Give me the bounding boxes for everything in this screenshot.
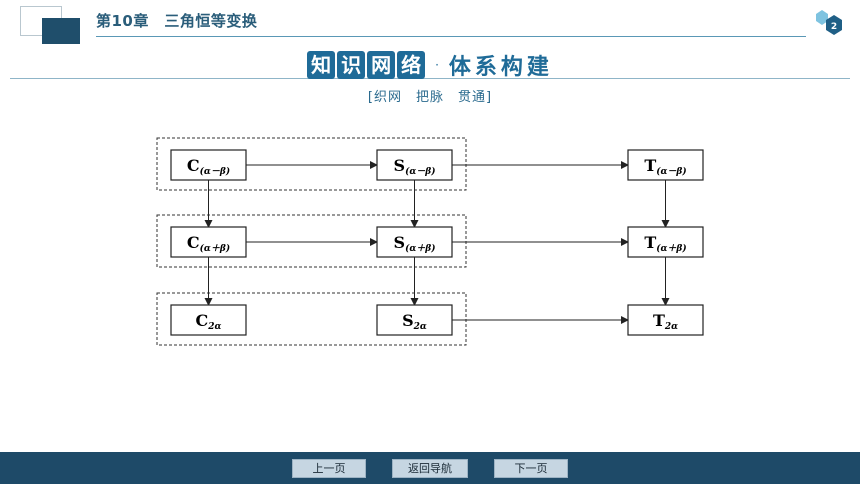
section-title-sub: 体系构建 xyxy=(448,55,553,80)
page-number: 2 xyxy=(831,22,837,32)
node-s-double: S2α xyxy=(376,304,453,336)
section-title-char: 网 xyxy=(367,51,396,79)
group-box-difference xyxy=(156,137,467,191)
svg-text:C(α＋β): C(α＋β) xyxy=(187,233,230,254)
chapter-title: 第10章 三角恒等变换 xyxy=(96,12,258,30)
section-title-underline xyxy=(10,78,850,79)
node-main-label: C xyxy=(187,156,200,175)
node-c-minus: C(α－β) xyxy=(170,149,247,181)
group-box-sum xyxy=(156,214,467,268)
page-badge-icon: 2 xyxy=(816,10,842,35)
next-page-button[interactable]: 下一页 xyxy=(494,459,568,478)
node-sub-label: (α－β) xyxy=(656,166,686,177)
node-main-label: C xyxy=(187,233,200,252)
node-c-double: C2α xyxy=(170,304,247,336)
svg-text:S2α: S2α xyxy=(402,311,427,332)
section-title: 知 识 网 络 · 体系构建 xyxy=(290,48,570,82)
node-main-label: T xyxy=(644,156,656,175)
node-main-label: T xyxy=(644,233,656,252)
svg-text:T2α: T2α xyxy=(653,311,678,332)
section-title-main: 知 识 网 络 xyxy=(307,51,426,79)
header-divider xyxy=(96,36,806,37)
section-title-dot: · xyxy=(435,58,439,72)
node-main-label: T xyxy=(653,311,665,330)
header-decoration-block xyxy=(42,18,80,44)
svg-text:S(α＋β): S(α＋β) xyxy=(394,233,436,254)
node-main-label: S xyxy=(394,156,406,175)
back-to-nav-button[interactable]: 返回导航 xyxy=(392,459,468,478)
node-sub-label: (α－β) xyxy=(200,166,230,177)
section-title-char: 知 xyxy=(307,51,336,79)
svg-text:S(α－β): S(α－β) xyxy=(394,156,436,177)
section-subtitle: [织网 把脉 贯通] xyxy=(367,90,493,105)
node-t-double: T2α xyxy=(627,304,704,336)
node-main-label: S xyxy=(402,311,414,330)
section-title-char: 识 xyxy=(337,51,366,79)
svg-text:T(α＋β): T(α＋β) xyxy=(644,233,686,254)
node-sub-label: 2α xyxy=(413,322,427,332)
node-c-plus: C(α＋β) xyxy=(170,226,247,258)
edges-layer xyxy=(204,161,670,324)
node-sub-label: 2α xyxy=(207,322,221,332)
node-sub-label: 2α xyxy=(664,322,678,332)
node-s-minus: S(α－β) xyxy=(376,149,453,181)
node-sub-label: (α＋β) xyxy=(405,243,435,254)
node-t-plus: T(α＋β) xyxy=(627,226,704,258)
group-box-double xyxy=(156,292,467,346)
footer-bar: 上一页 返回导航 下一页 xyxy=(0,452,860,484)
node-t-minus: T(α－β) xyxy=(627,149,704,181)
node-sub-label: (α＋β) xyxy=(656,243,686,254)
node-s-plus: S(α＋β) xyxy=(376,226,453,258)
node-main-label: S xyxy=(394,233,406,252)
node-main-label: C xyxy=(196,311,209,330)
node-sub-label: (α－β) xyxy=(405,166,435,177)
svg-text:C2α: C2α xyxy=(196,311,222,332)
svg-text:T(α－β): T(α－β) xyxy=(644,156,686,177)
node-sub-label: (α＋β) xyxy=(200,243,230,254)
section-title-char: 络 xyxy=(397,51,426,79)
prev-page-button[interactable]: 上一页 xyxy=(292,459,366,478)
svg-text:C(α－β): C(α－β) xyxy=(187,156,230,177)
